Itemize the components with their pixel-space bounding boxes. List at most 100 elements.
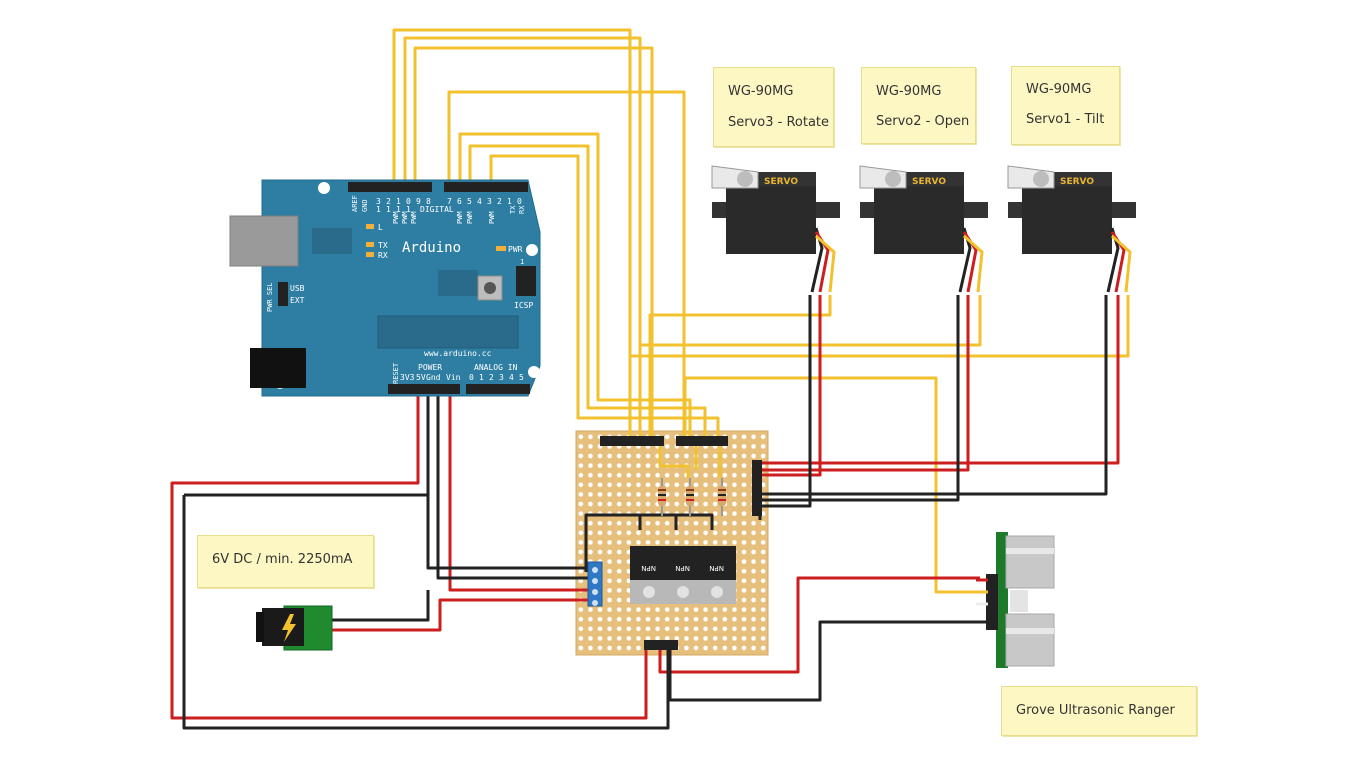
npn-label-1: NPN — [641, 564, 656, 572]
ground-wires-black — [182, 295, 1108, 730]
note-servo3: WG-90MG Servo3 - Rotate — [713, 67, 834, 147]
wire-pin-4 — [489, 154, 720, 440]
wire-gnd-1 — [426, 390, 590, 570]
pin-label-lo-4: 9 — [416, 197, 421, 206]
transistor-3: NPN — [698, 546, 736, 604]
lightning-icon — [282, 614, 296, 642]
label-led-l: L — [378, 223, 383, 232]
wire-servo1-gnd — [760, 295, 1108, 496]
wire-servo3-sig — [648, 295, 832, 440]
label-pwm-2: PWM — [401, 211, 409, 224]
label-pin-gnd: Gnd — [426, 373, 441, 382]
wire-pin-9 — [413, 46, 654, 440]
pin-label-right-7: 0 — [517, 197, 522, 206]
pin-label-lo-0: 3 — [376, 197, 381, 206]
wire-base-1 — [658, 440, 690, 478]
pin-label-right-2: 5 — [467, 197, 472, 206]
servo2-role: Servo2 - Open — [876, 114, 970, 129]
label-led-tx: TX — [378, 241, 388, 250]
note-power: 6V DC / min. 2250mA — [197, 535, 374, 588]
label-power: POWER — [418, 363, 442, 372]
npn-label-3: NPN — [709, 564, 724, 572]
label-digital: DIGITAL — [420, 205, 454, 214]
servo3-role: Servo3 - Rotate — [728, 115, 830, 130]
resistors — [658, 478, 726, 516]
label-led-rx: RX — [378, 251, 388, 260]
pin-label-lo-1: 2 — [386, 197, 391, 206]
usb-connector — [229, 215, 299, 267]
pin-label-hi-3: 1 — [406, 205, 411, 214]
note-servo1: WG-90MG Servo1 - Tilt — [1011, 66, 1120, 145]
analog-pin-label-2: 2 — [489, 373, 494, 382]
sensor-name: Grove Ultrasonic Ranger — [1016, 703, 1175, 718]
servo-2: SERVO — [859, 165, 988, 293]
wire-gnd-rail — [584, 513, 714, 572]
analog-header — [466, 384, 530, 394]
label-pin-3v3: 3V3 — [400, 373, 415, 382]
perf-header-right — [752, 460, 762, 516]
label-pwr-sel: PWR SEL — [266, 282, 274, 312]
pin-label-right-6: 1 — [507, 197, 512, 206]
label-ext: EXT — [290, 296, 305, 305]
wire-sensor-sig — [683, 376, 980, 594]
analog-pin-label-4: 4 — [509, 373, 514, 382]
perf-header-bottom — [644, 640, 678, 650]
analog-pin-label-3: 3 — [499, 373, 504, 382]
power-header — [388, 384, 460, 394]
label-pwm-5: PWM — [466, 211, 474, 224]
wire-pin-10 — [403, 36, 642, 440]
dc-power-jack — [256, 605, 333, 651]
signal-wires — [392, 28, 1130, 594]
servo-3: SERVO — [1007, 165, 1136, 293]
wire-servo1-sig — [628, 295, 1130, 440]
pin-label-right-0: 7 — [447, 197, 452, 206]
pin-label-right-5: 2 — [497, 197, 502, 206]
label-reset: RESET — [392, 362, 400, 384]
wire-vin — [448, 390, 590, 592]
wire-jack-pos — [328, 598, 590, 632]
pin-label-right-4: 3 — [487, 197, 492, 206]
perf-header-top-left — [600, 436, 664, 446]
arduino-url: www.arduino.cc — [424, 349, 492, 358]
servo2-model: WG-90MG — [876, 84, 942, 99]
resistor-3 — [718, 478, 726, 516]
label-tx: TX — [509, 205, 517, 214]
label-analog-in: ANALOG IN — [474, 363, 518, 372]
pin-label-lo-5: 8 — [426, 197, 431, 206]
power-spec: 6V DC / min. 2250mA — [212, 552, 353, 567]
label-pin-5v: 5V — [416, 373, 426, 382]
pin-label-lo-2: 1 — [396, 197, 401, 206]
icsp-header — [516, 266, 536, 296]
wire-sensor-gnd — [668, 620, 980, 702]
perf-header-top-right — [676, 436, 728, 446]
pin-label-lo-3: 0 — [406, 197, 411, 206]
wire-gnd-loop — [182, 495, 670, 730]
transistor-1: NPN — [630, 546, 668, 604]
wire-servo3-gnd — [760, 295, 812, 508]
servo-1: SERVO — [711, 165, 840, 293]
power-wires-red — [170, 295, 1120, 720]
wire-pin-11 — [392, 28, 632, 440]
label-gnd-top: GND — [361, 199, 369, 212]
pin-label-hi-0: 1 — [376, 205, 381, 214]
wire-servo2-pwr — [760, 295, 970, 472]
digital-header-left — [348, 182, 432, 192]
transistors: NPN NPN NPN — [630, 546, 736, 604]
resistor-2 — [686, 478, 694, 516]
pin-label-hi-1: 1 — [386, 205, 391, 214]
servo-2-body-label: SERVO — [912, 177, 946, 187]
servo1-model: WG-90MG — [1026, 82, 1092, 97]
wire-pin-5 — [468, 144, 707, 440]
note-servo2: WG-90MG Servo2 - Open — [861, 67, 976, 144]
label-icsp: ICSP — [514, 301, 533, 310]
label-rx: RX — [518, 205, 526, 214]
analog-pin-label-1: 1 — [479, 373, 484, 382]
wire-gnd-2 — [436, 390, 590, 580]
wire-servo2-gnd — [760, 295, 960, 502]
label-pin-vin: Vin — [446, 373, 461, 382]
analog-pin-label-0: 0 — [469, 373, 474, 382]
ultrasonic-sensor — [976, 532, 1055, 668]
servo-3-body-label: SERVO — [1060, 177, 1094, 187]
label-icsp-pin1: 1 — [520, 258, 524, 266]
